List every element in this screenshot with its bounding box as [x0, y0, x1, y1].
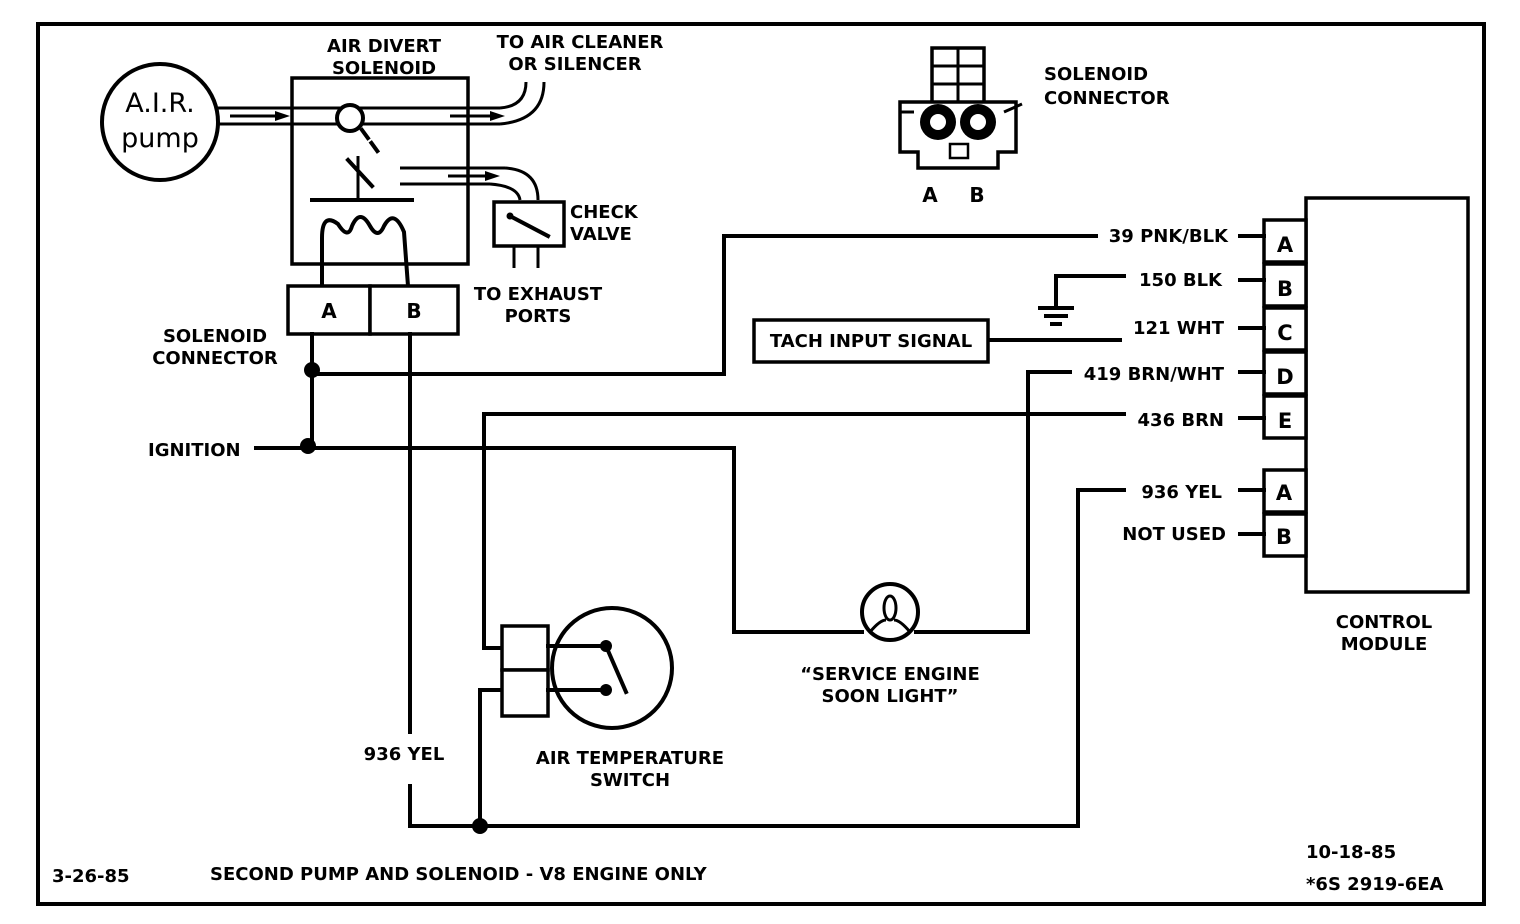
left-connector-label-1: SOLENOID: [163, 326, 267, 347]
wire-label-436: 436 BRN: [1138, 410, 1224, 431]
wires: [254, 234, 1126, 828]
wire-label-not-used: NOT USED: [1122, 524, 1226, 545]
footer-date-right: 10-18-85: [1306, 842, 1396, 863]
control-module: A B C D E A B CONTROL MODULE: [1262, 196, 1470, 655]
left-connector-pin-a: A: [321, 299, 337, 323]
footer-code: *6S 2919-6EA: [1306, 874, 1444, 895]
check-valve-label-1: CHECK: [570, 202, 639, 223]
module-pin-e: E: [1278, 409, 1292, 433]
control-module-label-2: MODULE: [1341, 634, 1428, 655]
module-pin-c: C: [1277, 321, 1292, 345]
wire-label-39: 39 PNK/BLK: [1109, 226, 1229, 247]
air-cleaner-label-2: OR SILENCER: [508, 54, 641, 75]
wire-label-121: 121 WHT: [1133, 318, 1225, 339]
junction-dot: [304, 362, 320, 378]
right-connector-pin-a: A: [922, 183, 938, 207]
air-flow-pipes: [218, 81, 546, 201]
check-valve: CHECK VALVE: [492, 200, 639, 268]
service-light-label-1: “SERVICE ENGINE: [800, 664, 980, 685]
exhaust-ports-label-1: TO EXHAUST: [474, 284, 603, 305]
wire-label-419: 419 BRN/WHT: [1084, 364, 1225, 385]
air-divert-label-2: SOLENOID: [332, 58, 436, 79]
wire-label-936-left: 936 YEL: [364, 744, 445, 765]
check-valve-label-2: VALVE: [570, 224, 632, 245]
air-divert-solenoid: AIR DIVERT SOLENOID: [290, 36, 470, 289]
module-pin-a2: A: [1276, 481, 1293, 505]
module-pin-b2: B: [1276, 525, 1292, 549]
solenoid-connector-left: A B SOLENOID CONNECTOR: [152, 284, 460, 369]
control-module-label-1: CONTROL: [1336, 612, 1433, 633]
left-connector-pin-b: B: [406, 299, 421, 323]
junction-dot: [300, 438, 316, 454]
air-temperature-switch: AIR TEMPERATURE SWITCH: [500, 606, 724, 791]
wire-label-936-right: 936 YEL: [1141, 482, 1222, 503]
footer-caption: SECOND PUMP AND SOLENOID - V8 ENGINE ONL…: [210, 864, 708, 885]
right-connector-label-1: SOLENOID: [1044, 64, 1148, 85]
pin-stubs: [1238, 234, 1266, 536]
right-connector-pin-b: B: [969, 183, 984, 207]
diagram-frame: [36, 22, 1486, 906]
tach-input-box: TACH INPUT SIGNAL: [752, 318, 990, 364]
exhaust-ports-label-2: PORTS: [505, 306, 572, 327]
junction-dot: [472, 818, 488, 834]
footer-date-left: 3-26-85: [52, 866, 130, 887]
air-cleaner-label-1: TO AIR CLEANER: [497, 32, 664, 53]
air-temp-label-1: AIR TEMPERATURE: [536, 748, 724, 769]
service-light-label-2: SOON LIGHT”: [821, 686, 958, 707]
ignition-label: IGNITION: [148, 440, 241, 461]
air-pump-label-1: A.I.R.: [125, 88, 195, 119]
module-pin-b: B: [1277, 277, 1293, 301]
air-pump-label-2: pump: [121, 123, 199, 154]
solenoid-connector-right: A B SOLENOID CONNECTOR: [898, 46, 1170, 207]
right-connector-label-2: CONNECTOR: [1044, 88, 1170, 109]
air-divert-label-1: AIR DIVERT: [327, 36, 442, 57]
module-pin-d: D: [1276, 365, 1293, 389]
air-pump: A.I.R. pump: [100, 62, 220, 182]
air-temp-label-2: SWITCH: [590, 770, 670, 791]
wire-label-150: 150 BLK: [1139, 270, 1223, 291]
module-pin-a: A: [1277, 233, 1294, 257]
left-connector-label-2: CONNECTOR: [152, 348, 278, 369]
tach-input-label: TACH INPUT SIGNAL: [770, 331, 972, 352]
service-engine-light: “SERVICE ENGINE SOON LIGHT”: [800, 582, 980, 707]
